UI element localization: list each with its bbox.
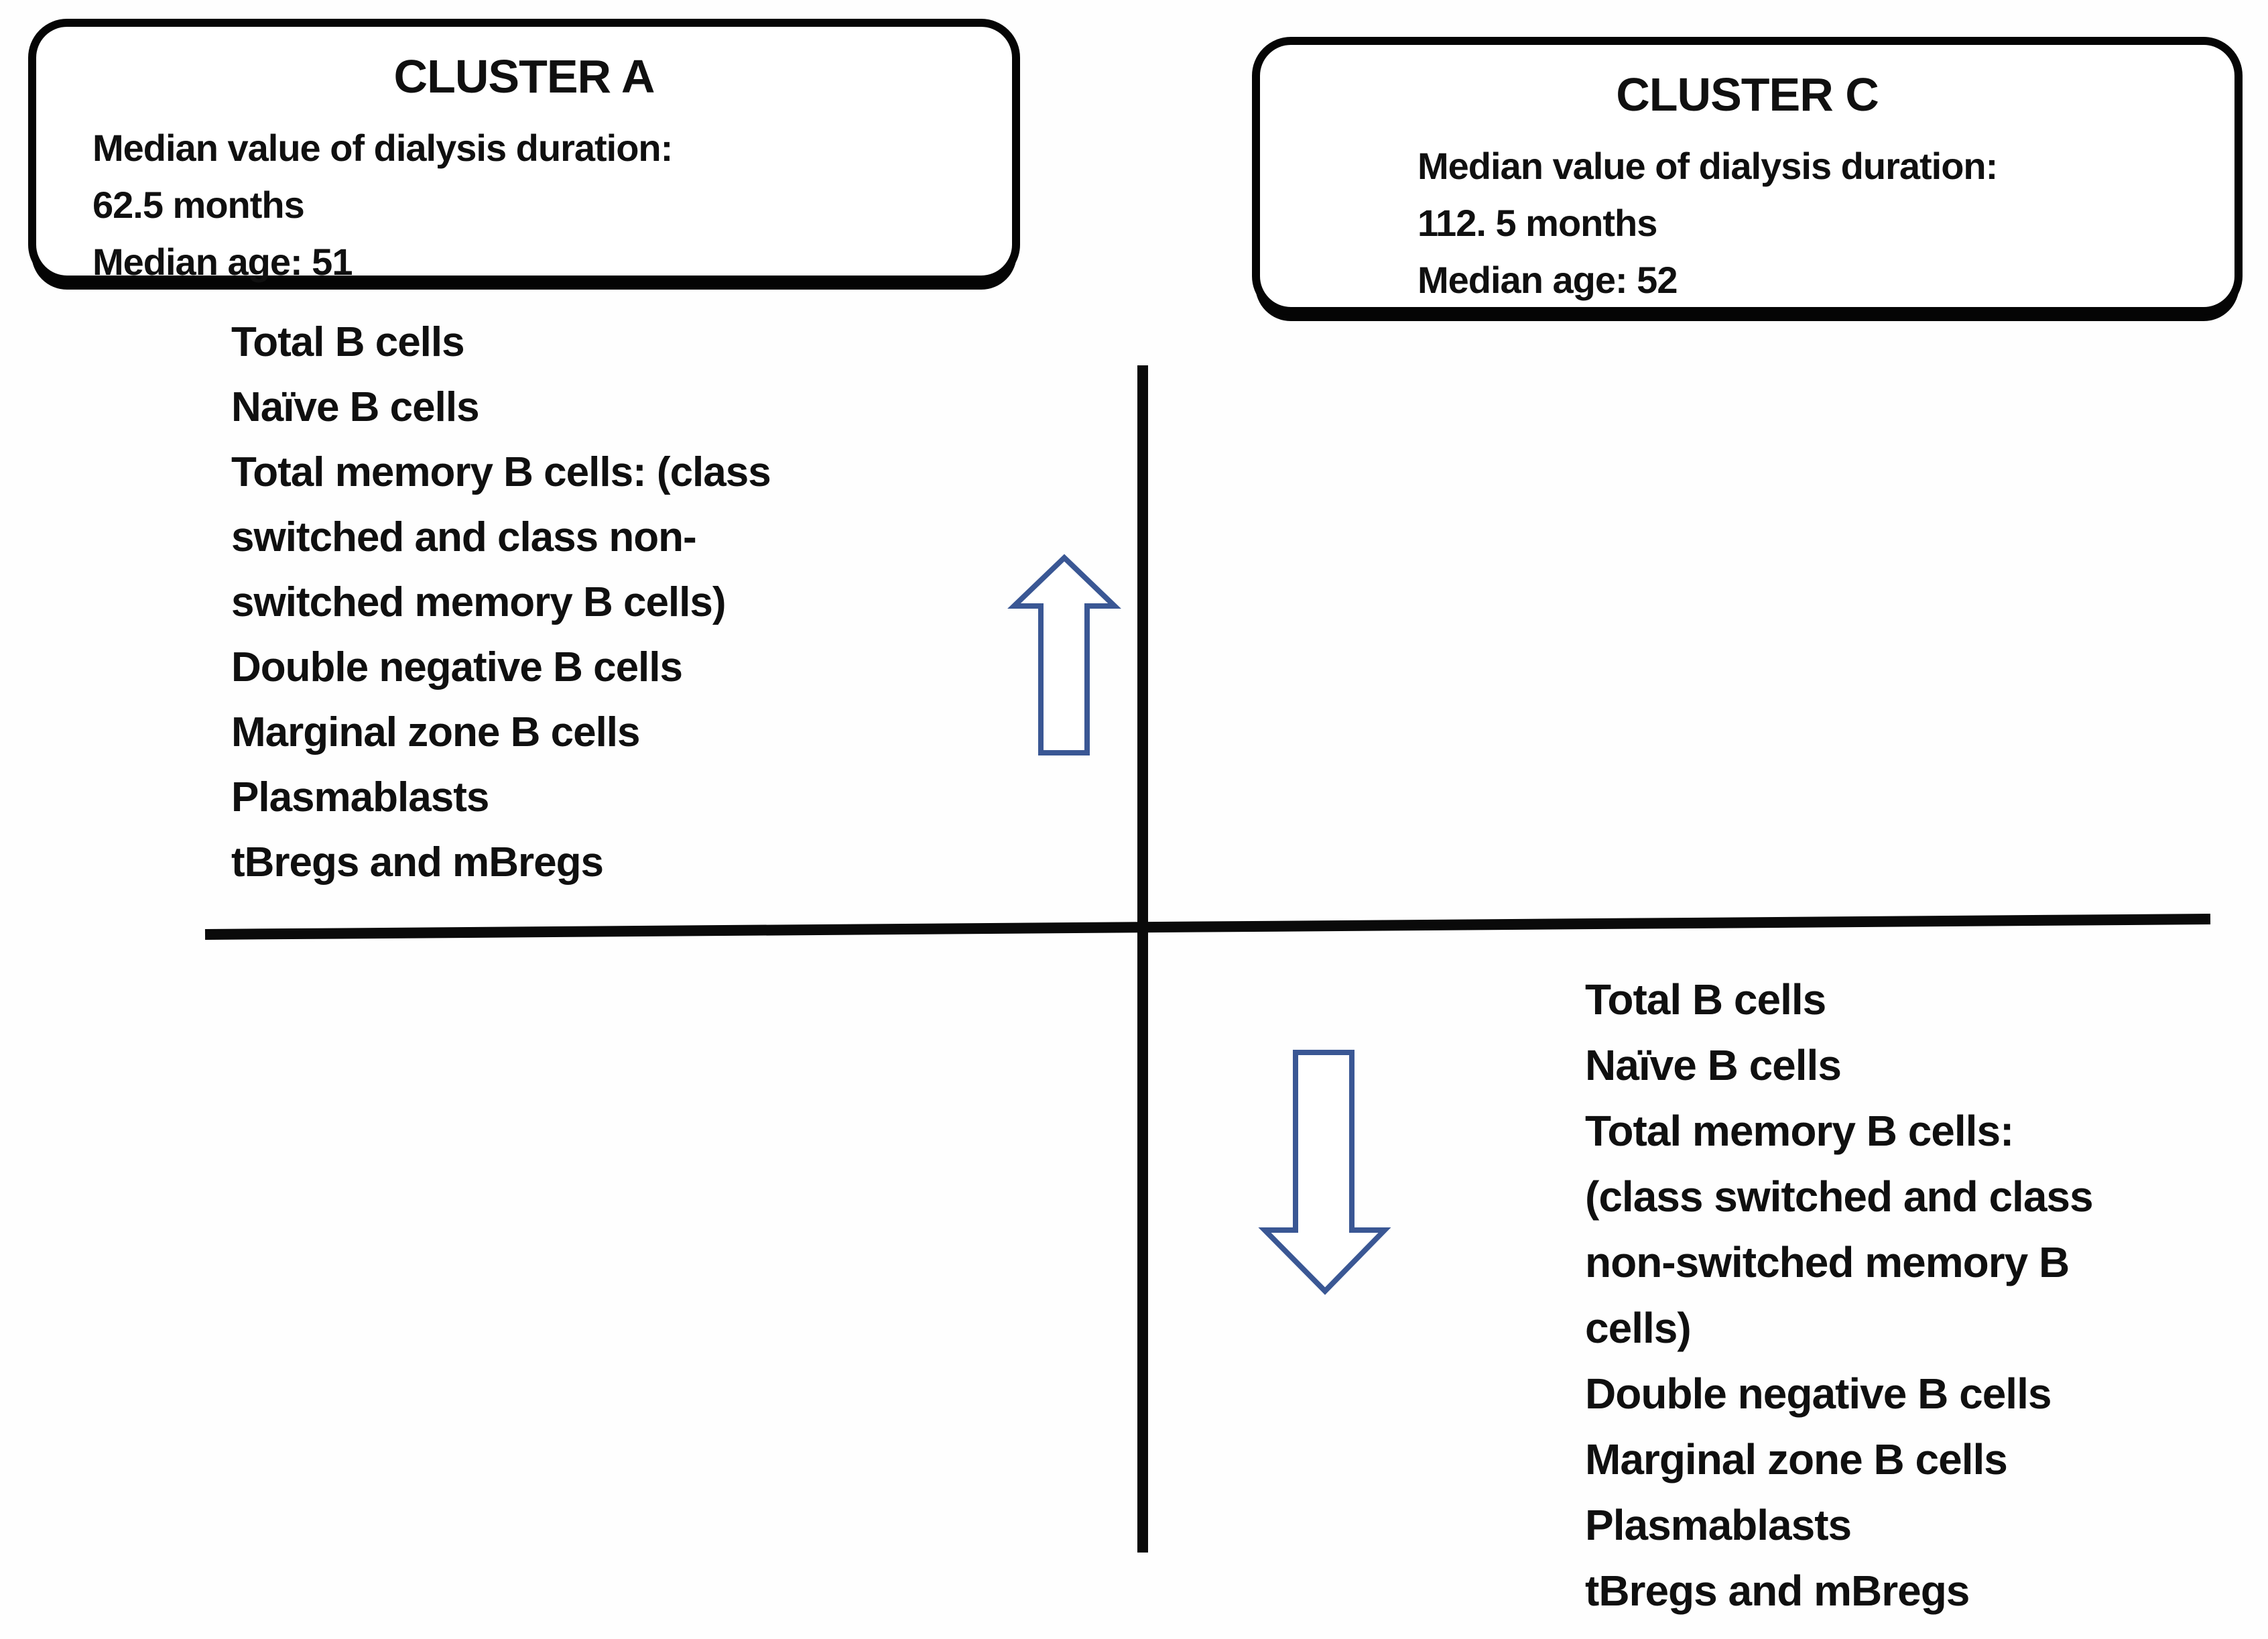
list-item: Naïve B cells — [231, 384, 480, 430]
list-item: (class switched and class — [1585, 1172, 2094, 1221]
cluster-a-box: CLUSTER A Median value of dialysis durat… — [28, 19, 1020, 284]
cluster-a-title: CLUSTER A — [393, 50, 655, 103]
cluster-a-increased-cells-list: Total B cells Naïve B cells Total memory… — [231, 310, 1069, 895]
list-item: Total B cells — [231, 319, 465, 365]
cluster-c-median-age: Median age: 52 — [1418, 259, 1678, 301]
list-item: Total memory B cells: (class — [231, 449, 771, 495]
cluster-c-dialysis-value: 112. 5 months — [1418, 202, 1657, 244]
cluster-a-dialysis-value: 62.5 months — [92, 184, 305, 226]
list-item: Plasmablasts — [1585, 1501, 1852, 1549]
list-item: switched memory B cells) — [231, 579, 727, 625]
list-item: tBregs and mBregs — [1585, 1567, 1970, 1615]
list-item: non-switched memory B — [1585, 1238, 2070, 1286]
list-item: Double negative B cells — [231, 644, 683, 690]
down-arrow-icon — [1258, 1050, 1391, 1295]
cluster-c-decreased-cells-list: Total B cells Naïve B cells Total memory… — [1585, 967, 2268, 1624]
cluster-c-title: CLUSTER C — [1616, 68, 1879, 121]
list-item: Marginal zone B cells — [1585, 1435, 2008, 1483]
cluster-c-body: Median value of dialysis duration: 112. … — [1260, 137, 2234, 308]
list-item: Total B cells — [1585, 975, 1826, 1024]
cluster-a-median-age: Median age: 51 — [92, 241, 353, 283]
list-item: Plasmablasts — [231, 774, 489, 821]
list-item: tBregs and mBregs — [231, 839, 604, 886]
list-item: Total memory B cells: — [1585, 1107, 2014, 1155]
list-item: switched and class non- — [231, 514, 697, 560]
cluster-a-body: Median value of dialysis duration: 62.5 … — [36, 119, 1012, 290]
list-item: Double negative B cells — [1585, 1370, 2052, 1418]
list-item: Naïve B cells — [1585, 1041, 1842, 1089]
cluster-a-dialysis-label: Median value of dialysis duration: — [92, 127, 673, 169]
horizontal-divider-line — [204, 914, 2211, 940]
cluster-c-dialysis-label: Median value of dialysis duration: — [1418, 145, 1998, 187]
list-item: Marginal zone B cells — [231, 709, 641, 755]
list-item: cells) — [1585, 1304, 1692, 1352]
cluster-c-box: CLUSTER C Median value of dialysis durat… — [1252, 37, 2243, 315]
